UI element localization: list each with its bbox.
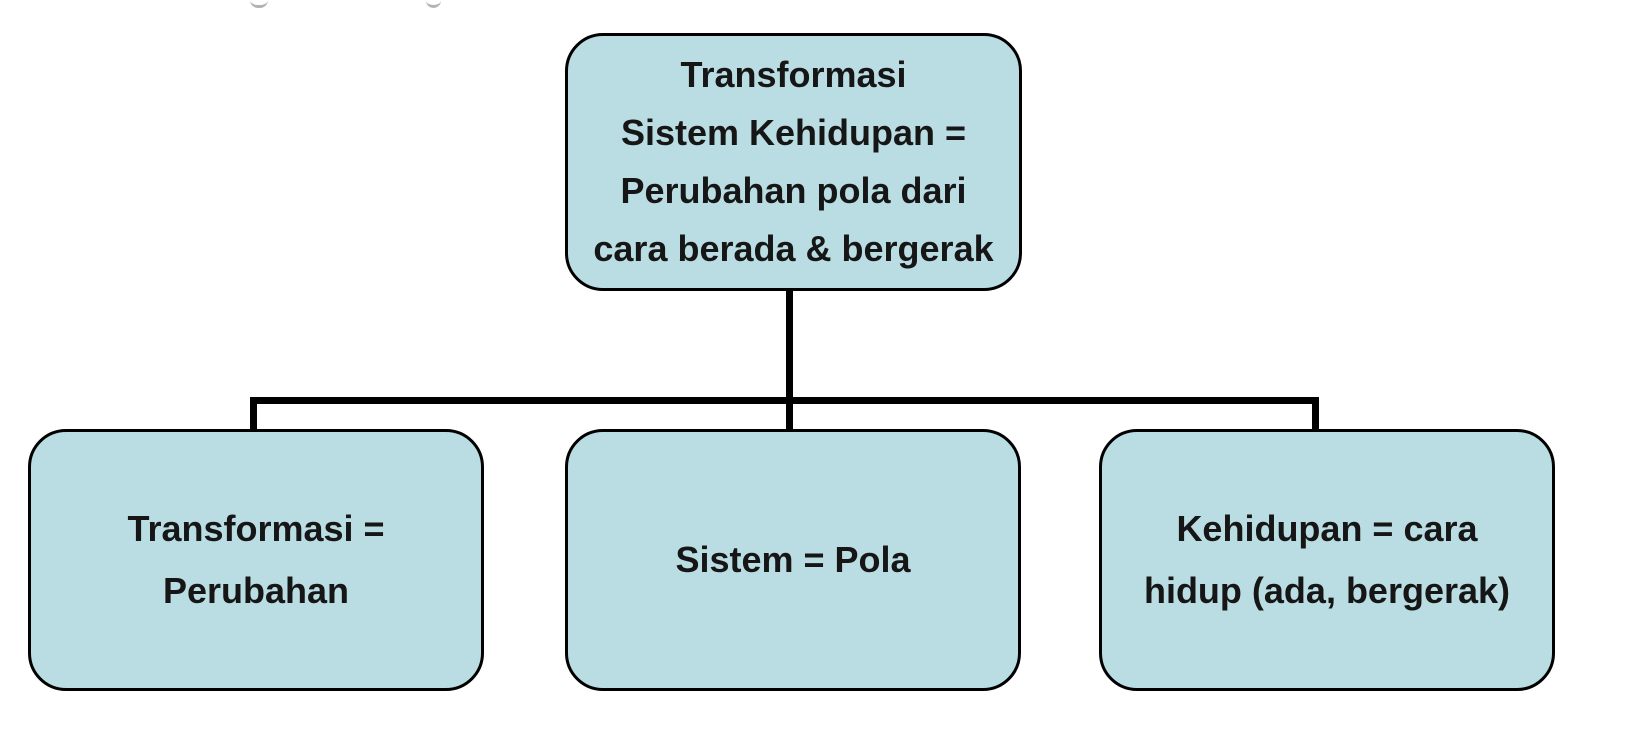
- child-node-kehidupan: Kehidupan = cara hidup (ada, bergerak): [1099, 429, 1555, 691]
- child-node-text-line: Kehidupan = cara: [1176, 508, 1478, 549]
- child-node-text-line: Transformasi =: [127, 508, 385, 549]
- connector-horizontal: [250, 397, 1319, 404]
- root-node-text-line: Sistem Kehidupan =: [620, 112, 967, 153]
- cropped-glyph-artifact: [426, 0, 441, 8]
- cropped-glyph-artifact: [250, 0, 268, 8]
- connector-left-stub: [250, 397, 257, 433]
- child-node-text-line: Sistem = Pola: [675, 539, 911, 580]
- connector-root-vertical: [786, 289, 793, 434]
- root-node-text-line: cara berada & bergerak: [593, 228, 994, 269]
- child-node-text-line: Perubahan: [162, 570, 350, 611]
- child-node-text-line: hidup (ada, bergerak): [1143, 570, 1511, 611]
- root-node-transformasi-sistem-kehidupan: Transformasi Sistem Kehidupan = Perubaha…: [565, 33, 1022, 291]
- child-node-transformasi: Transformasi = Perubahan: [28, 429, 484, 691]
- child-node-sistem: Sistem = Pola: [565, 429, 1021, 691]
- connector-right-stub: [1312, 397, 1319, 433]
- root-node-text-line: Perubahan pola dari: [620, 170, 967, 211]
- root-node-text-line: Transformasi: [680, 54, 907, 95]
